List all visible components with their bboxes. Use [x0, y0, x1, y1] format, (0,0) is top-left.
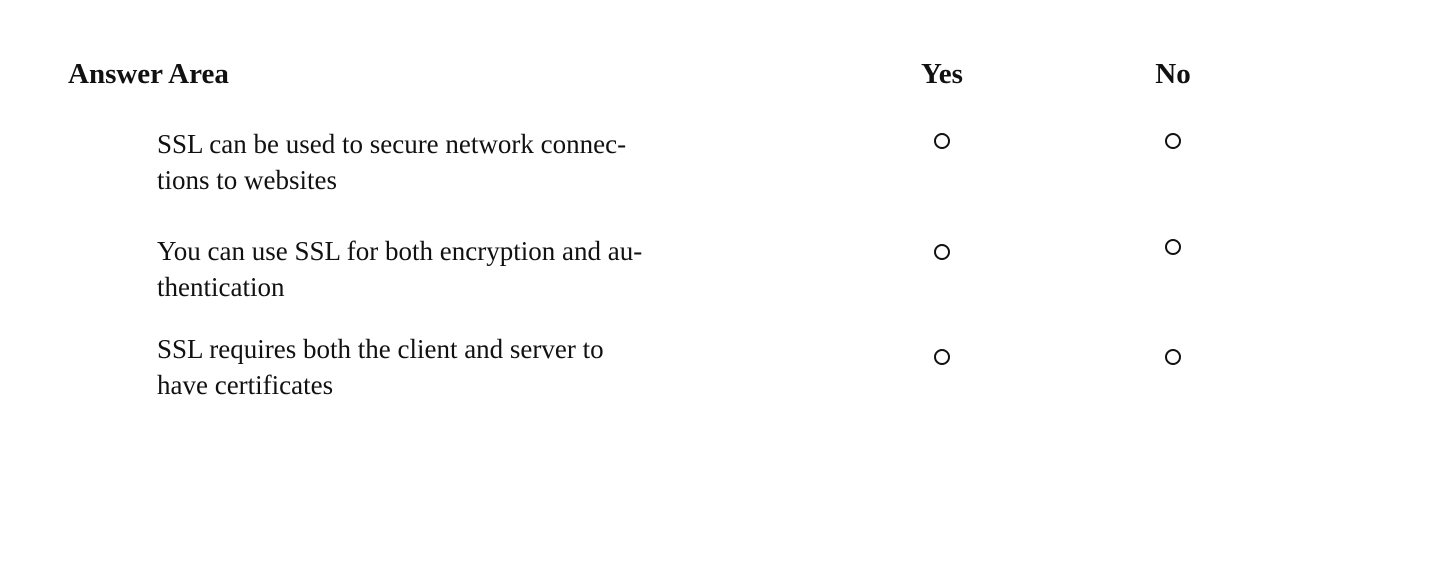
- statement-1-no-radio[interactable]: [1165, 133, 1181, 149]
- answer-area-title: Answer Area: [68, 58, 229, 90]
- statement-2: You can use SSL for both encryption and …: [157, 233, 717, 305]
- statement-2-line-1: You can use SSL for both encryption and …: [157, 236, 643, 266]
- statement-3-yes-radio[interactable]: [934, 349, 950, 365]
- statement-1: SSL can be used to secure network connec…: [157, 126, 717, 198]
- statement-1-line-1: SSL can be used to secure network connec…: [157, 129, 627, 159]
- statement-3-line-2: have certificates: [157, 370, 334, 400]
- statement-2-line-2: thentication: [157, 272, 285, 302]
- statement-1-yes-radio[interactable]: [934, 133, 950, 149]
- statement-3: SSL requires both the client and server …: [157, 331, 717, 403]
- statement-1-line-2: tions to websites: [157, 165, 337, 195]
- yes-column-header: Yes: [921, 58, 963, 90]
- statement-2-no-radio[interactable]: [1165, 239, 1181, 255]
- statement-3-line-1: SSL requires both the client and server …: [157, 334, 604, 364]
- no-column-header: No: [1155, 58, 1191, 90]
- statement-2-yes-radio[interactable]: [934, 244, 950, 260]
- statement-3-no-radio[interactable]: [1165, 349, 1181, 365]
